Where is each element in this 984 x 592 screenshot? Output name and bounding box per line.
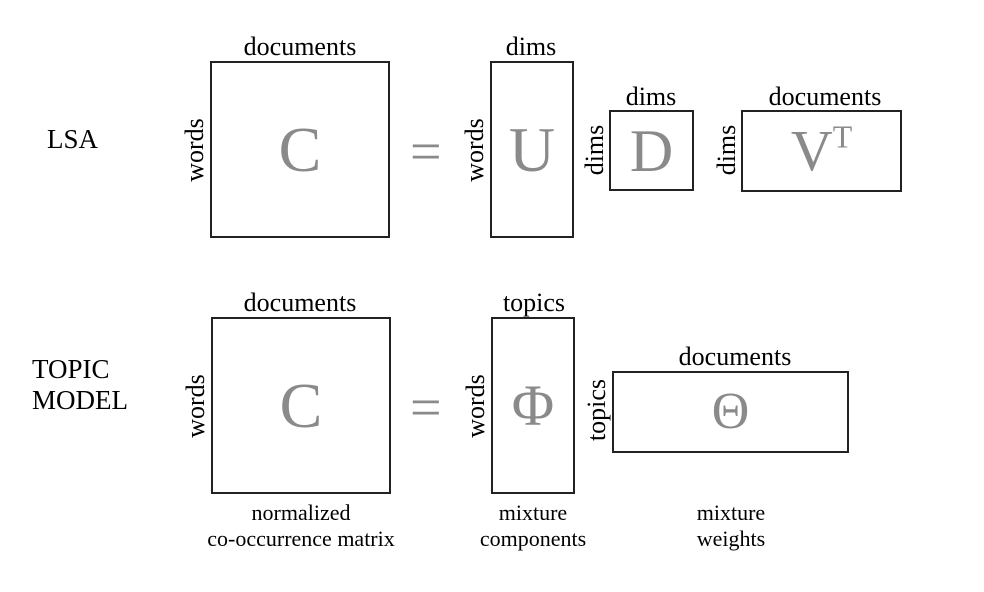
topic-c-top-label: documents bbox=[243, 288, 357, 317]
lsa-c-top-label: documents bbox=[243, 32, 357, 61]
lsa-vt-top-label: documents bbox=[768, 82, 882, 111]
topic-phi-caption-line2: components bbox=[479, 526, 587, 552]
topic-phi-matrix: Φ bbox=[491, 317, 575, 494]
topic-c-caption: normalized co-occurrence matrix bbox=[207, 500, 395, 553]
lsa-d-side-label: dims bbox=[580, 124, 609, 176]
topic-theta-caption: mixture weights bbox=[697, 500, 765, 553]
topic-phi-caption-line1: mixture bbox=[498, 500, 568, 525]
lsa-d-top-label: dims bbox=[625, 82, 677, 111]
lsa-c-symbol: C bbox=[278, 113, 322, 185]
lsa-vt-matrix: VT bbox=[741, 110, 902, 192]
lsa-d-symbol: D bbox=[629, 117, 674, 184]
lsa-vt-base: V bbox=[790, 118, 833, 183]
lsa-equals-sign: = bbox=[410, 121, 442, 183]
lsa-u-top-label: dims bbox=[505, 32, 557, 61]
lsa-vt-side-label: dims bbox=[712, 124, 741, 176]
topic-theta-side-label: topics bbox=[582, 378, 611, 442]
topic-phi-side-label: words bbox=[461, 374, 490, 438]
topic-c-symbol: C bbox=[279, 369, 323, 441]
lsa-c-side-label: words bbox=[180, 118, 209, 182]
topic-row-label-line1: TOPIC bbox=[32, 354, 110, 384]
topic-row-label-line2: MODEL bbox=[32, 385, 128, 416]
topic-c-side-label: words bbox=[181, 374, 210, 438]
topic-phi-caption: mixture components bbox=[480, 500, 586, 553]
topic-equals-sign: = bbox=[410, 377, 442, 439]
topic-c-caption-line2: co-occurrence matrix bbox=[207, 526, 395, 552]
topic-theta-top-label: documents bbox=[678, 342, 792, 371]
lsa-vt-superscript: T bbox=[832, 119, 853, 155]
topic-theta-caption-line2: weights bbox=[696, 526, 766, 552]
topic-theta-symbol: Θ bbox=[711, 383, 750, 440]
topic-phi-symbol: Φ bbox=[511, 372, 555, 438]
lsa-u-side-label: words bbox=[460, 118, 489, 182]
topic-c-matrix: C bbox=[211, 317, 391, 494]
topic-c-caption-line1: normalized bbox=[251, 500, 351, 525]
lsa-d-matrix: D bbox=[609, 110, 694, 191]
lsa-u-matrix: U bbox=[490, 61, 574, 238]
topic-theta-matrix: Θ bbox=[612, 371, 849, 453]
topic-theta-caption-line1: mixture bbox=[696, 500, 766, 525]
topic-row-label: TOPIC MODEL bbox=[32, 354, 128, 416]
lsa-c-matrix: C bbox=[210, 61, 390, 238]
lsa-u-symbol: U bbox=[508, 113, 556, 185]
lsa-row-label: LSA bbox=[47, 124, 99, 154]
topic-phi-top-label: topics bbox=[502, 288, 566, 317]
lsa-vt-symbol: VT bbox=[743, 119, 900, 180]
